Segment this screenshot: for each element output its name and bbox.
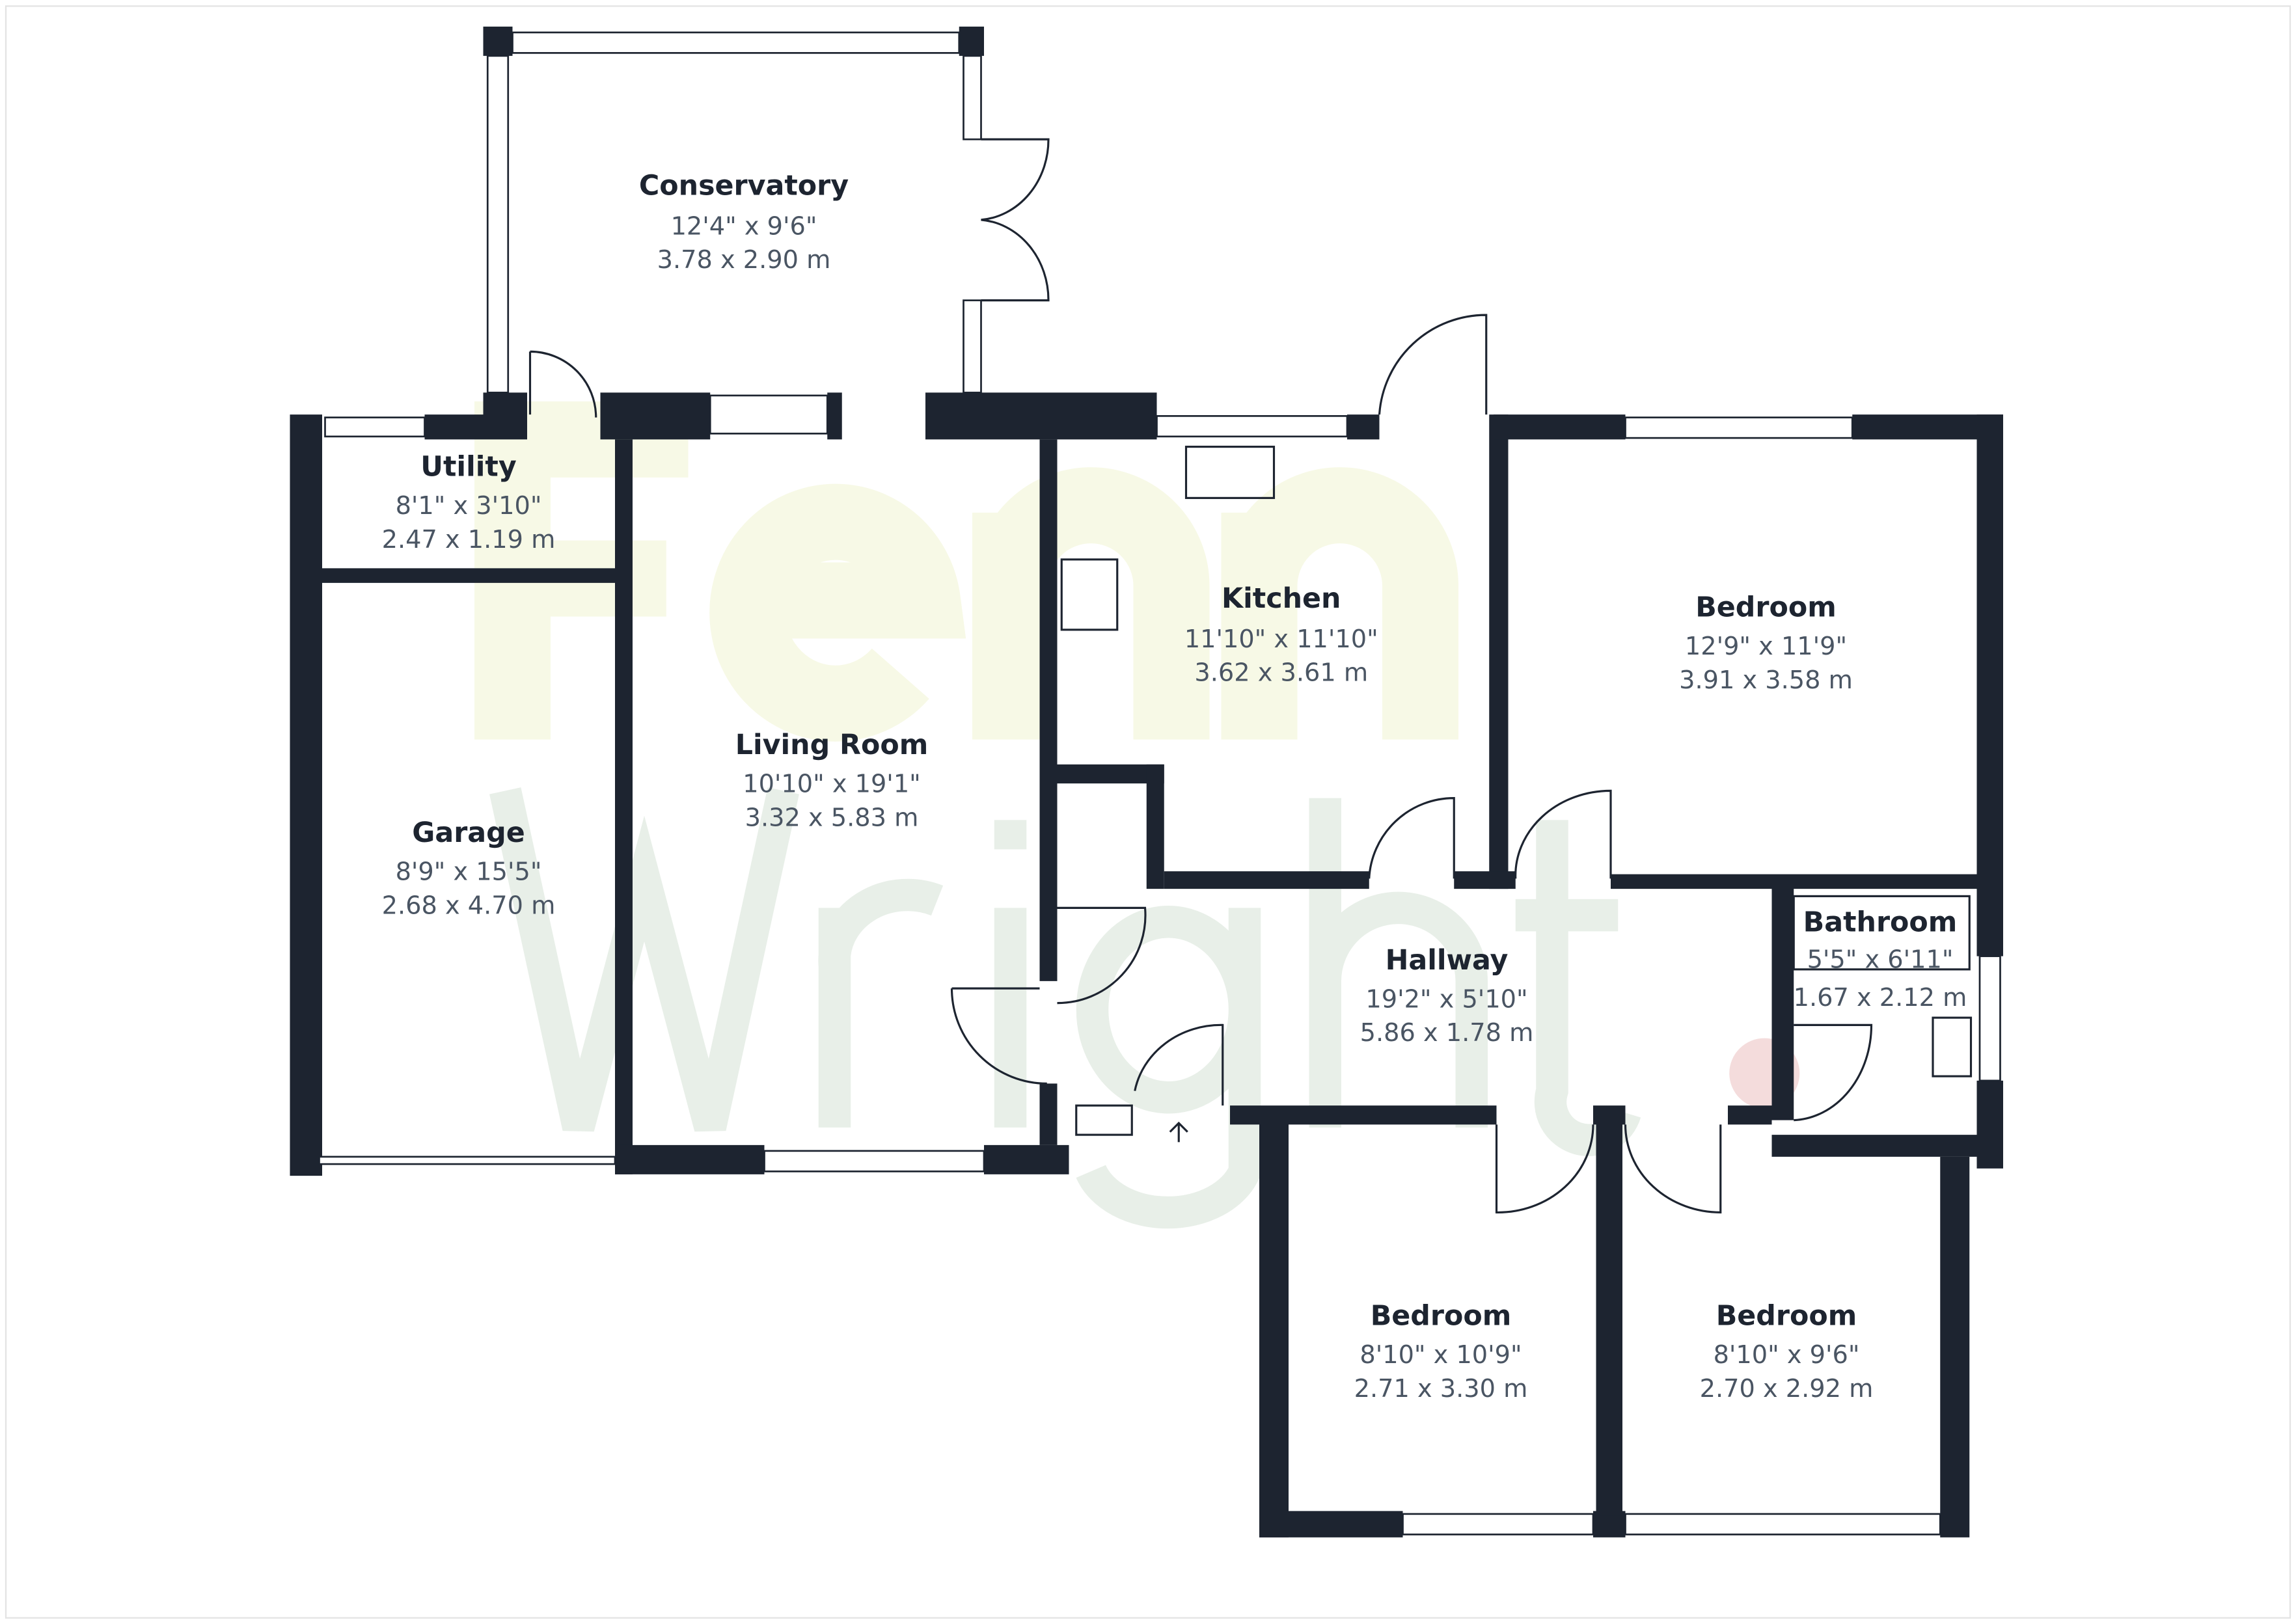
room-name: Hallway [1386,944,1509,977]
room-dim-metric: 2.70 x 2.92 m [1700,1374,1874,1403]
watermark-wright-lettering [489,787,1641,1229]
room-dim-imperial: 5'5" x 6'11" [1807,945,1954,975]
room-dim-imperial: 19'2" x 5'10" [1365,984,1527,1014]
walls [290,26,2003,1537]
room-dim-metric: 3.32 x 5.83 m [745,803,919,832]
room-dim-metric: 2.68 x 4.70 m [382,891,556,920]
room-conservatory: Conservatory 12'4" x 9'6" 3.78 x 2.90 m [639,170,849,275]
room-dim-metric: 3.91 x 3.58 m [1679,666,1853,695]
room-living-room: Living Room 10'10" x 19'1" 3.32 x 5.83 m [735,729,929,832]
room-name: Bedroom [1716,1300,1857,1333]
room-dim-imperial: 8'9" x 15'5" [396,858,542,887]
room-bedroom-3: Bedroom 8'10" x 9'6" 2.70 x 2.92 m [1700,1300,1874,1403]
room-dim-imperial: 8'1" x 3'10" [396,491,542,521]
room-dim-imperial: 12'9" x 11'9" [1685,632,1847,661]
room-dim-imperial: 12'4" x 9'6" [671,211,817,241]
room-dim-metric: 3.62 x 3.61 m [1194,658,1368,688]
room-name: Garage [412,817,525,849]
room-dim-metric: 2.47 x 1.19 m [382,525,556,554]
room-dim-metric: 3.78 x 2.90 m [657,245,831,275]
room-dim-imperial: 8'10" x 10'9" [1360,1340,1522,1370]
watermark [474,401,1800,1229]
room-name: Bathroom [1803,906,1958,938]
room-kitchen: Kitchen 11'10" x 11'10" 3.62 x 3.61 m [1184,582,1378,688]
room-garage: Garage 8'9" x 15'5" 2.68 x 4.70 m [382,817,556,920]
room-dim-metric: 2.71 x 3.30 m [1354,1374,1528,1403]
room-utility: Utility 8'1" x 3'10" 2.47 x 1.19 m [382,451,556,554]
room-name: Kitchen [1222,582,1341,615]
room-name: Living Room [735,729,929,761]
room-dim-metric: 1.67 x 2.12 m [1794,983,1967,1012]
room-bedroom-2: Bedroom 8'10" x 10'9" 2.71 x 3.30 m [1354,1300,1528,1403]
room-name: Bedroom [1371,1300,1512,1333]
room-dim-imperial: 10'10" x 19'1" [743,770,921,799]
room-name: Bedroom [1695,591,1837,624]
room-name: Conservatory [639,170,849,202]
room-dim-metric: 5.86 x 1.78 m [1360,1018,1534,1048]
room-bathroom: Bathroom 5'5" x 6'11" 1.67 x 2.12 m [1794,906,1967,1012]
room-bedroom-1: Bedroom 12'9" x 11'9" 3.91 x 3.58 m [1679,591,1853,695]
room-dim-imperial: 11'10" x 11'10" [1184,625,1378,654]
room-name: Utility [420,451,517,483]
room-hallway: Hallway 19'2" x 5'10" 5.86 x 1.78 m [1360,944,1534,1048]
doors [528,138,1873,1213]
room-dim-imperial: 8'10" x 9'6" [1714,1340,1860,1370]
